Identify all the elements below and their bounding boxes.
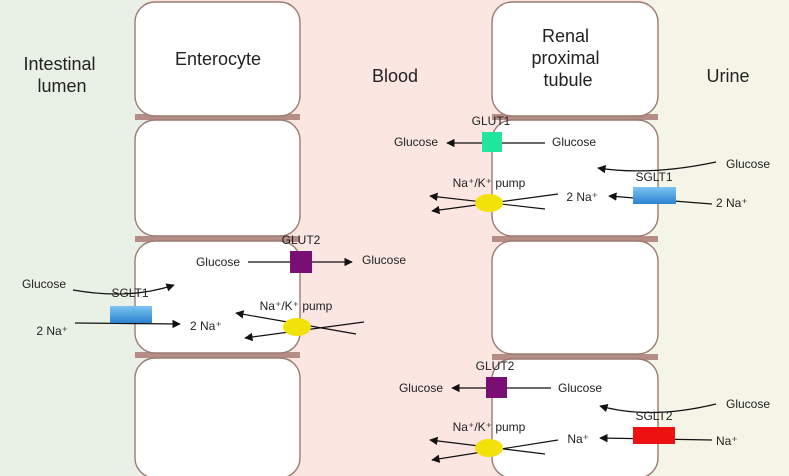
renal-label-line1: Renal <box>542 26 589 46</box>
junction-bar <box>492 236 658 242</box>
glut2-label: GLUT2 <box>282 233 321 247</box>
glut2-glucose-in: Glucose <box>196 255 240 269</box>
junction-bar <box>135 236 300 242</box>
sglt2-transporter <box>633 427 675 444</box>
renal-column <box>491 1 659 476</box>
lumen-region <box>0 0 150 476</box>
sglt1-glucose: Glucose <box>22 277 66 291</box>
sglt2-glucose-arrow <box>599 403 717 414</box>
sglt1-label: SGLT1 <box>111 286 148 300</box>
glut2-transporter <box>290 251 312 273</box>
renal-label: Renal proximal tubule <box>531 26 604 90</box>
sglt2-glucose: Glucose <box>726 397 770 411</box>
glut2-glucose-in: Glucose <box>558 381 602 395</box>
cell <box>134 1 301 117</box>
lumen-label: Intestinal lumen <box>23 54 100 96</box>
glut2-glucose-out: Glucose <box>362 253 406 267</box>
pump-transporter <box>475 194 503 212</box>
sglt2-na-out: Na⁺ <box>567 432 589 446</box>
glut1-glucose-in: Glucose <box>552 135 596 149</box>
cell <box>491 358 659 476</box>
sglt1-glucose-arrow <box>597 161 717 174</box>
glut2-label: GLUT2 <box>476 359 515 373</box>
sglt1-label: SGLT1 <box>635 170 672 184</box>
pump-label: Na⁺/K⁺ pump <box>260 299 333 313</box>
glut2-glucose-out: Glucose <box>399 381 443 395</box>
cell <box>134 119 301 237</box>
sglt1-glucose: Glucose <box>726 157 770 171</box>
junction-bar <box>492 114 658 120</box>
sglt2-na-in: Na⁺ <box>716 434 738 448</box>
kidney-top-transport: GLUT1 Glucose Glucose Na⁺/K⁺ pump SGLT1 … <box>394 114 770 215</box>
lumen-label-line1: Intestinal <box>23 54 95 74</box>
glut1-glucose-out: Glucose <box>394 135 438 149</box>
pump-label: Na⁺/K⁺ pump <box>453 176 526 190</box>
sglt1-transporter <box>633 187 676 204</box>
glut1-transporter <box>482 132 502 152</box>
sglt2-label: SGLT2 <box>635 409 672 423</box>
renal-label-line2: proximal <box>531 48 599 68</box>
sglt1-na-out: 2 Na⁺ <box>566 190 598 204</box>
sglt1-na-out: 2 Na⁺ <box>190 319 222 333</box>
kidney-bottom-transport: GLUT2 Glucose Glucose Na⁺/K⁺ pump SGLT2 … <box>399 359 770 463</box>
urine-region <box>645 0 789 476</box>
pump-transporter <box>283 318 311 336</box>
glut2-transporter <box>486 377 507 398</box>
renal-label-line3: tubule <box>543 70 592 90</box>
urine-label: Urine <box>706 66 749 86</box>
intestine-transport: GLUT2 Glucose Glucose SGLT1 Glucose 2 Na… <box>22 233 406 342</box>
sglt1-na-in: 2 Na⁺ <box>36 324 68 338</box>
enterocyte-label: Enterocyte <box>175 49 261 69</box>
cell <box>491 240 659 355</box>
blood-label: Blood <box>372 66 418 86</box>
junction-bar <box>135 114 300 120</box>
junction-bar <box>135 352 300 358</box>
sglt1-na-arrow <box>74 319 181 329</box>
sglt1-transporter <box>110 306 152 323</box>
pump-transporter <box>475 439 503 457</box>
junction-bar <box>492 354 658 360</box>
cell <box>134 357 301 476</box>
cell <box>491 1 659 117</box>
lumen-label-line2: lumen <box>37 76 86 96</box>
pump-label: Na⁺/K⁺ pump <box>453 420 526 434</box>
sglt1-glucose-arrow <box>72 283 175 295</box>
sglt1-na-in: 2 Na⁺ <box>716 196 748 210</box>
glut1-label: GLUT1 <box>472 114 511 128</box>
cell <box>491 119 659 237</box>
